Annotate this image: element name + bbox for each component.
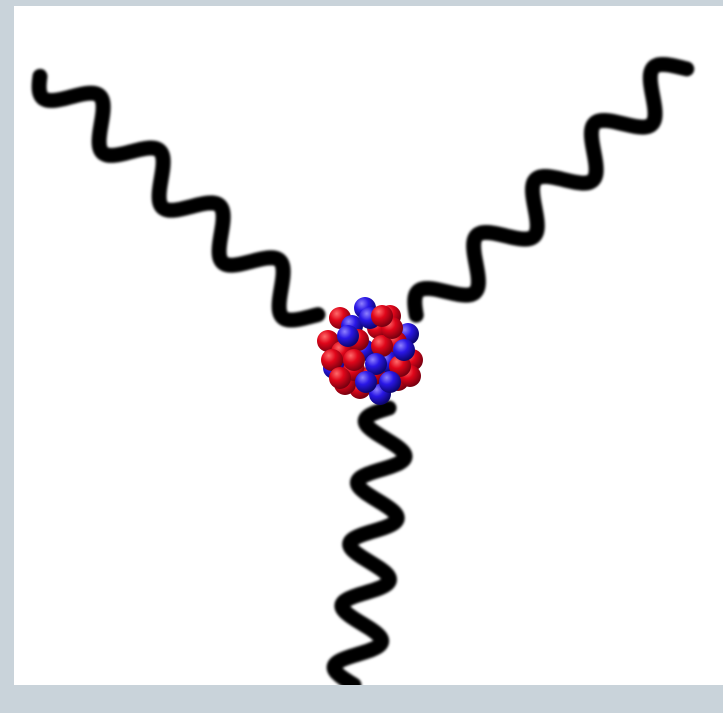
diagram-svg bbox=[14, 6, 723, 685]
proton-sphere bbox=[371, 305, 393, 327]
neutron-sphere bbox=[337, 325, 359, 347]
diagram-canvas bbox=[14, 6, 723, 685]
neutron-sphere bbox=[355, 371, 377, 393]
neutron-sphere bbox=[393, 339, 415, 361]
photon-wave-upper-left bbox=[39, 76, 318, 320]
neutron-sphere bbox=[379, 371, 401, 393]
proton-sphere bbox=[329, 367, 351, 389]
photon-wave-bottom bbox=[334, 408, 405, 685]
photon-wave-upper-right bbox=[415, 64, 687, 315]
nucleus bbox=[317, 297, 423, 405]
proton-sphere bbox=[343, 349, 365, 371]
